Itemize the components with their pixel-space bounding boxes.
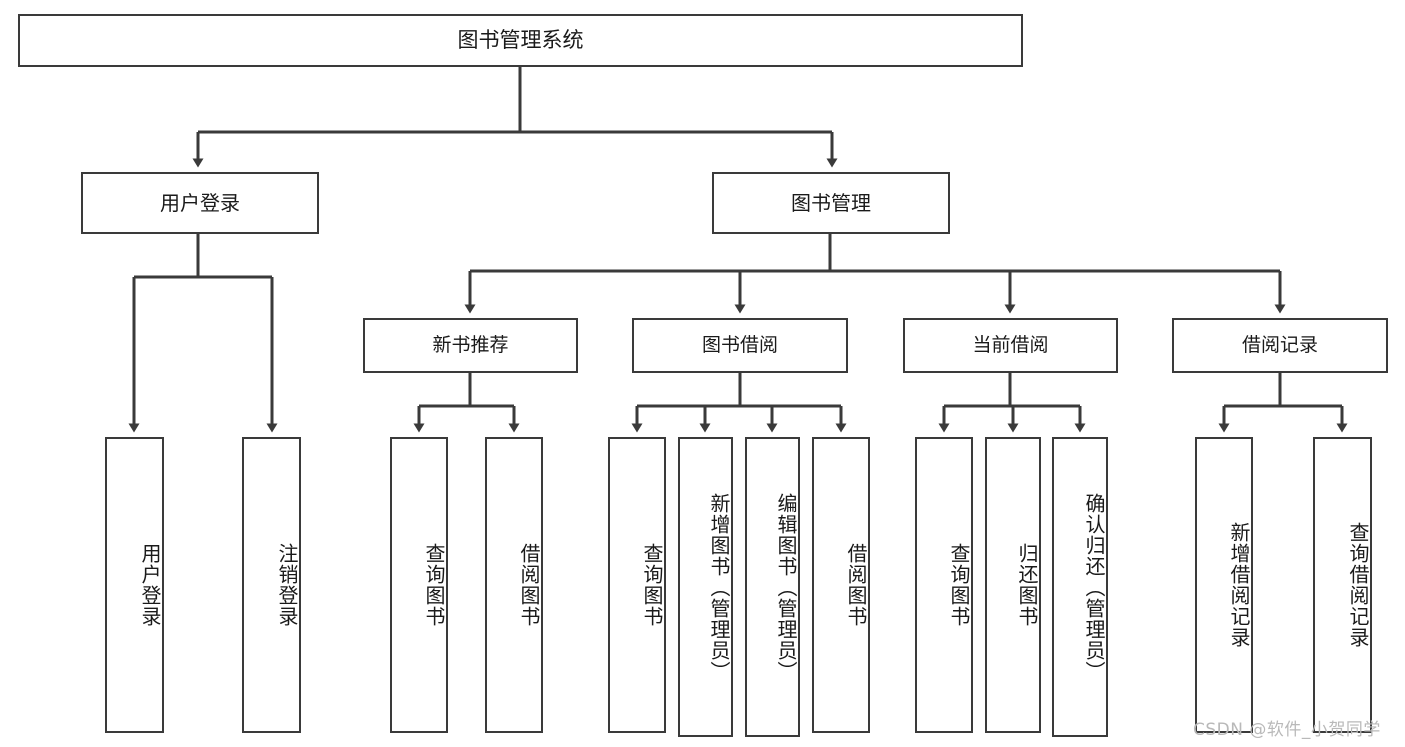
node-leaf-borrow-book-1-label: 借阅图书 bbox=[517, 543, 541, 627]
node-new-book-rec-label: 新书推荐 bbox=[432, 333, 509, 356]
node-borrow-record[interactable]: 借阅记录 bbox=[1172, 318, 1388, 373]
node-leaf-query-book-2[interactable]: 查询图书 bbox=[608, 437, 666, 733]
node-current-borrow-label: 当前借阅 bbox=[972, 333, 1049, 356]
node-leaf-query-book-1[interactable]: 查询图书 bbox=[390, 437, 448, 733]
node-book-borrow-label: 图书借阅 bbox=[701, 333, 778, 356]
node-leaf-borrow-book-1[interactable]: 借阅图书 bbox=[485, 437, 543, 733]
node-leaf-edit-book[interactable]: 编辑图书（管理员） bbox=[745, 437, 800, 737]
node-leaf-query-record[interactable]: 查询借阅记录 bbox=[1313, 437, 1372, 733]
node-leaf-return-book-label: 归还图书 bbox=[1015, 543, 1039, 627]
node-leaf-borrow-book-2[interactable]: 借阅图书 bbox=[812, 437, 870, 733]
node-current-borrow[interactable]: 当前借阅 bbox=[903, 318, 1118, 373]
node-leaf-return-book[interactable]: 归还图书 bbox=[985, 437, 1041, 733]
node-leaf-confirm-return-label: 确认归还（管理员） bbox=[1082, 492, 1106, 682]
node-leaf-confirm-return[interactable]: 确认归还（管理员） bbox=[1052, 437, 1108, 737]
node-new-book-rec[interactable]: 新书推荐 bbox=[363, 318, 578, 373]
node-leaf-query-book-1-label: 查询图书 bbox=[422, 543, 446, 627]
node-leaf-query-record-label: 查询借阅记录 bbox=[1346, 522, 1370, 648]
node-leaf-query-book-3-label: 查询图书 bbox=[947, 543, 971, 627]
node-leaf-add-record[interactable]: 新增借阅记录 bbox=[1195, 437, 1253, 733]
node-leaf-user-login[interactable]: 用户登录 bbox=[105, 437, 164, 733]
node-root-label: 图书管理系统 bbox=[457, 27, 584, 52]
node-borrow-record-label: 借阅记录 bbox=[1241, 333, 1318, 356]
node-book-manage-label: 图书管理 bbox=[791, 190, 871, 215]
node-user-login[interactable]: 用户登录 bbox=[81, 172, 319, 234]
node-leaf-edit-book-label: 编辑图书（管理员） bbox=[774, 492, 798, 682]
node-root[interactable]: 图书管理系统 bbox=[18, 14, 1023, 67]
node-leaf-query-book-2-label: 查询图书 bbox=[640, 543, 664, 627]
node-leaf-add-book[interactable]: 新增图书（管理员） bbox=[678, 437, 733, 737]
node-leaf-logout-label: 注销登录 bbox=[275, 543, 299, 627]
node-leaf-query-book-3[interactable]: 查询图书 bbox=[915, 437, 973, 733]
node-leaf-add-record-label: 新增借阅记录 bbox=[1227, 522, 1251, 648]
node-leaf-logout[interactable]: 注销登录 bbox=[242, 437, 301, 733]
node-leaf-borrow-book-2-label: 借阅图书 bbox=[844, 543, 868, 627]
watermark: CSDN @软件_小贺同学 bbox=[1193, 720, 1381, 740]
node-leaf-user-login-label: 用户登录 bbox=[138, 543, 162, 627]
node-book-manage[interactable]: 图书管理 bbox=[712, 172, 950, 234]
node-user-login-label: 用户登录 bbox=[160, 190, 240, 215]
node-leaf-add-book-label: 新增图书（管理员） bbox=[707, 492, 731, 682]
node-book-borrow[interactable]: 图书借阅 bbox=[632, 318, 848, 373]
